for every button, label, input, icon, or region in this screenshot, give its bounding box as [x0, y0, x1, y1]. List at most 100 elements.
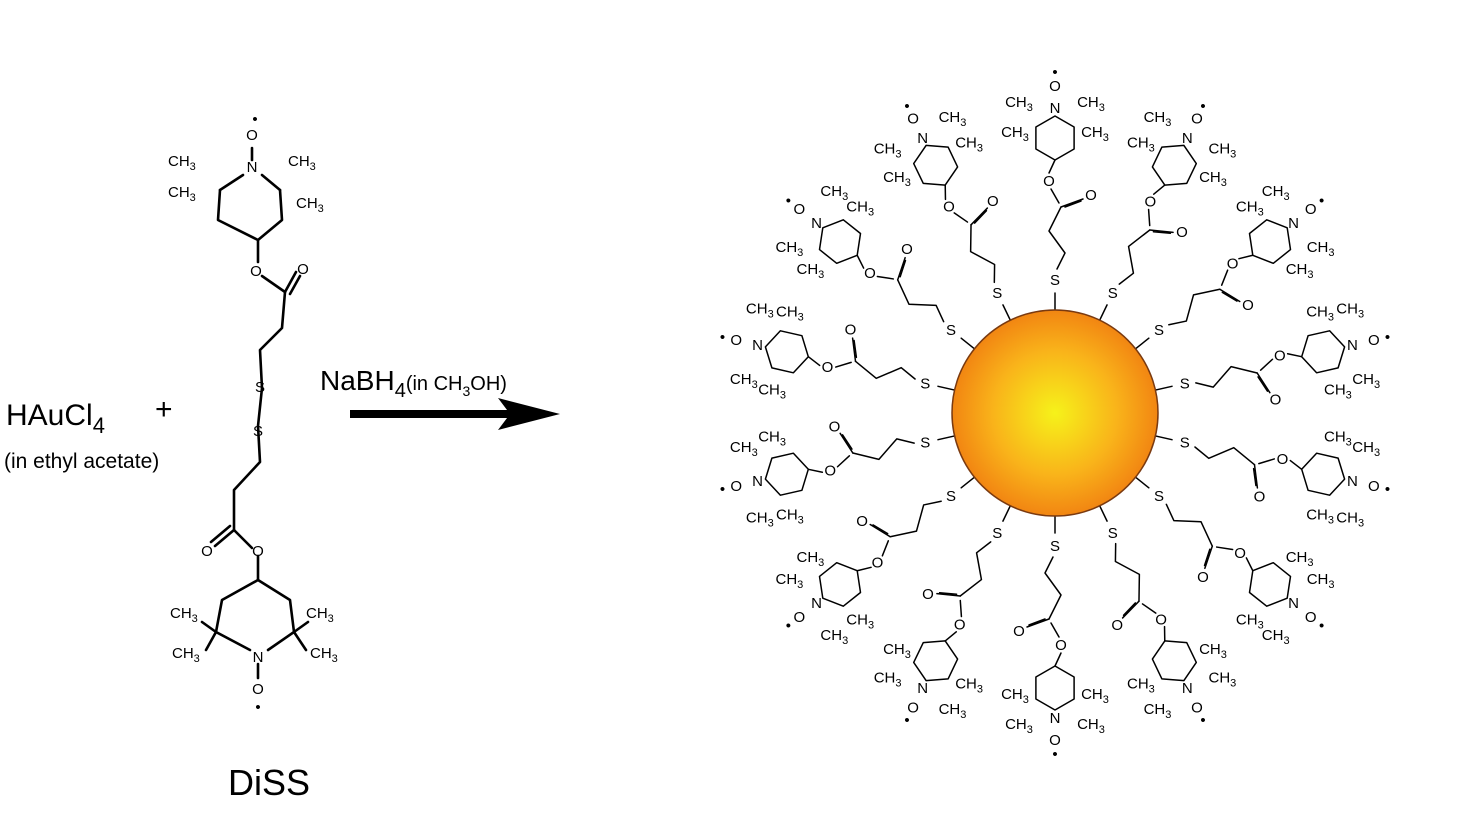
ligand-methyl: CH3 — [883, 169, 911, 189]
reactant-formula: HAuCl4 — [6, 399, 105, 438]
carbonyl-bond — [1122, 602, 1137, 617]
ligand-methyl: CH3 — [1307, 571, 1335, 591]
ligand-sulfur: S — [1154, 488, 1164, 505]
ligand-methyl: CH3 — [1262, 627, 1290, 647]
ester-bond — [1215, 546, 1234, 551]
ligand-radical: • — [1052, 64, 1057, 81]
sulfur-2: S — [253, 423, 263, 440]
carbonyl-bond — [869, 523, 891, 538]
ligand-methyl: CH3 — [939, 701, 967, 721]
ligand-methyl: CH3 — [1286, 261, 1314, 281]
anchor-bond — [1002, 505, 1012, 522]
anchor-bond — [1098, 304, 1108, 321]
ester-bond — [1147, 208, 1151, 227]
carbonyl-bond — [841, 434, 853, 450]
ligand-sulfur: S — [1108, 525, 1118, 542]
ligand-sulfur: S — [1050, 538, 1060, 555]
upper-carbonyl-oxygen: O — [297, 261, 309, 278]
ligand-methyl: CH3 — [730, 371, 758, 391]
ligand-methyl: CH3 — [1262, 183, 1290, 203]
anchor-bond — [960, 337, 976, 350]
carbonyl-bond — [1152, 230, 1172, 235]
ligand-sulfur: S — [946, 322, 956, 339]
gold-nanoparticle-core — [951, 309, 1159, 517]
reactant-solvent: (in ethyl acetate) — [4, 450, 159, 473]
ligand-methyl: CH3 — [939, 109, 967, 129]
ligand-ester-oxygen: O — [943, 199, 955, 216]
bottom-methyl-3: CH3 — [306, 605, 334, 625]
ligand-methyl: CH3 — [1236, 612, 1264, 632]
ligand-methyl: CH3 — [1286, 549, 1314, 569]
carbonyl-bond — [1252, 467, 1257, 487]
bottom-methyl-1: CH3 — [170, 605, 198, 625]
ligand-ester-oxygen: O — [1144, 193, 1156, 210]
ring-link-bond — [944, 631, 958, 642]
ring-link-bond — [1286, 352, 1303, 358]
ligand-nitrogen: N — [1288, 595, 1299, 612]
ligand-ester-oxygen: O — [954, 617, 966, 634]
ligand-ester-oxygen: O — [1227, 256, 1239, 273]
ring-link-bond — [1289, 459, 1303, 471]
ligand-ester-oxygen: O — [864, 265, 876, 282]
bottom-methyl-2: CH3 — [172, 645, 200, 665]
carbonyl-bond — [970, 207, 989, 226]
ligand-methyl: CH3 — [776, 304, 804, 324]
ligand-methyl: CH3 — [776, 239, 804, 259]
carbonyl-bond — [1026, 618, 1050, 628]
ligand-methyl: CH3 — [1001, 124, 1029, 144]
ligand-methyl: CH3 — [758, 382, 786, 402]
ester-bond — [1050, 188, 1060, 204]
ligand-carbonyl-oxygen: O — [845, 321, 857, 338]
ligand-ester-oxygen: O — [1043, 173, 1055, 190]
ring-link-bond — [1245, 557, 1254, 572]
piperidine-ring — [1248, 561, 1292, 607]
arrow-head — [498, 398, 560, 430]
ligand-oxygen: O — [1191, 700, 1203, 717]
ligand-methyl: CH3 — [874, 670, 902, 690]
ligand-ester-oxygen: O — [872, 554, 884, 571]
ligand-methyl: CH3 — [955, 676, 983, 696]
ligand-methyl: CH3 — [1352, 371, 1380, 391]
ligand-methyl: CH3 — [955, 135, 983, 155]
plus-sign: + — [155, 393, 173, 426]
alkyl-chain — [854, 360, 916, 380]
ligand-radical: • — [1385, 481, 1390, 498]
anchor-bond — [960, 476, 976, 489]
top-methyl-1: CH3 — [168, 153, 196, 173]
ligand-methyl: CH3 — [883, 641, 911, 661]
piperidine-ring — [1300, 330, 1346, 374]
ligand-carbonyl-oxygen: O — [987, 193, 999, 210]
ligand-radical: • — [786, 192, 791, 209]
carbonyl-bond — [1253, 463, 1259, 489]
ligand-carbonyl-oxygen: O — [1242, 297, 1254, 314]
reaction-arrow: NaBH4(in CH3OH) — [320, 365, 560, 430]
ligand-methyl: CH3 — [820, 183, 848, 203]
bottom-methyl-4: CH3 — [310, 645, 338, 665]
ligand-ester-oxygen: O — [1155, 611, 1167, 628]
ligand-methyl: CH3 — [1001, 686, 1029, 706]
top-nitrogen: N — [247, 159, 258, 176]
alkyl-chain — [1195, 365, 1258, 388]
top-radical: • — [252, 111, 257, 128]
ester-bond — [876, 275, 895, 280]
ligand-carbonyl-oxygen: O — [1197, 569, 1209, 586]
ligand-methyl: CH3 — [1236, 199, 1264, 219]
carbonyl-bond — [1064, 200, 1082, 208]
piperidine-ring — [912, 640, 959, 682]
carbonyl-bond — [1149, 229, 1174, 234]
bottom-oxygen: O — [252, 681, 264, 698]
piperidine-ring — [912, 144, 959, 186]
ligand-carbonyl-oxygen: O — [829, 418, 841, 435]
diss-structure: • O N CH3 CH3 CH3 CH3 O O S S O O N O • … — [168, 111, 338, 803]
carbonyl-bond — [872, 524, 889, 535]
carbonyl-bond — [936, 592, 961, 597]
ligand-methyl: CH3 — [746, 301, 774, 321]
ligand-oxygen: O — [1368, 332, 1380, 349]
